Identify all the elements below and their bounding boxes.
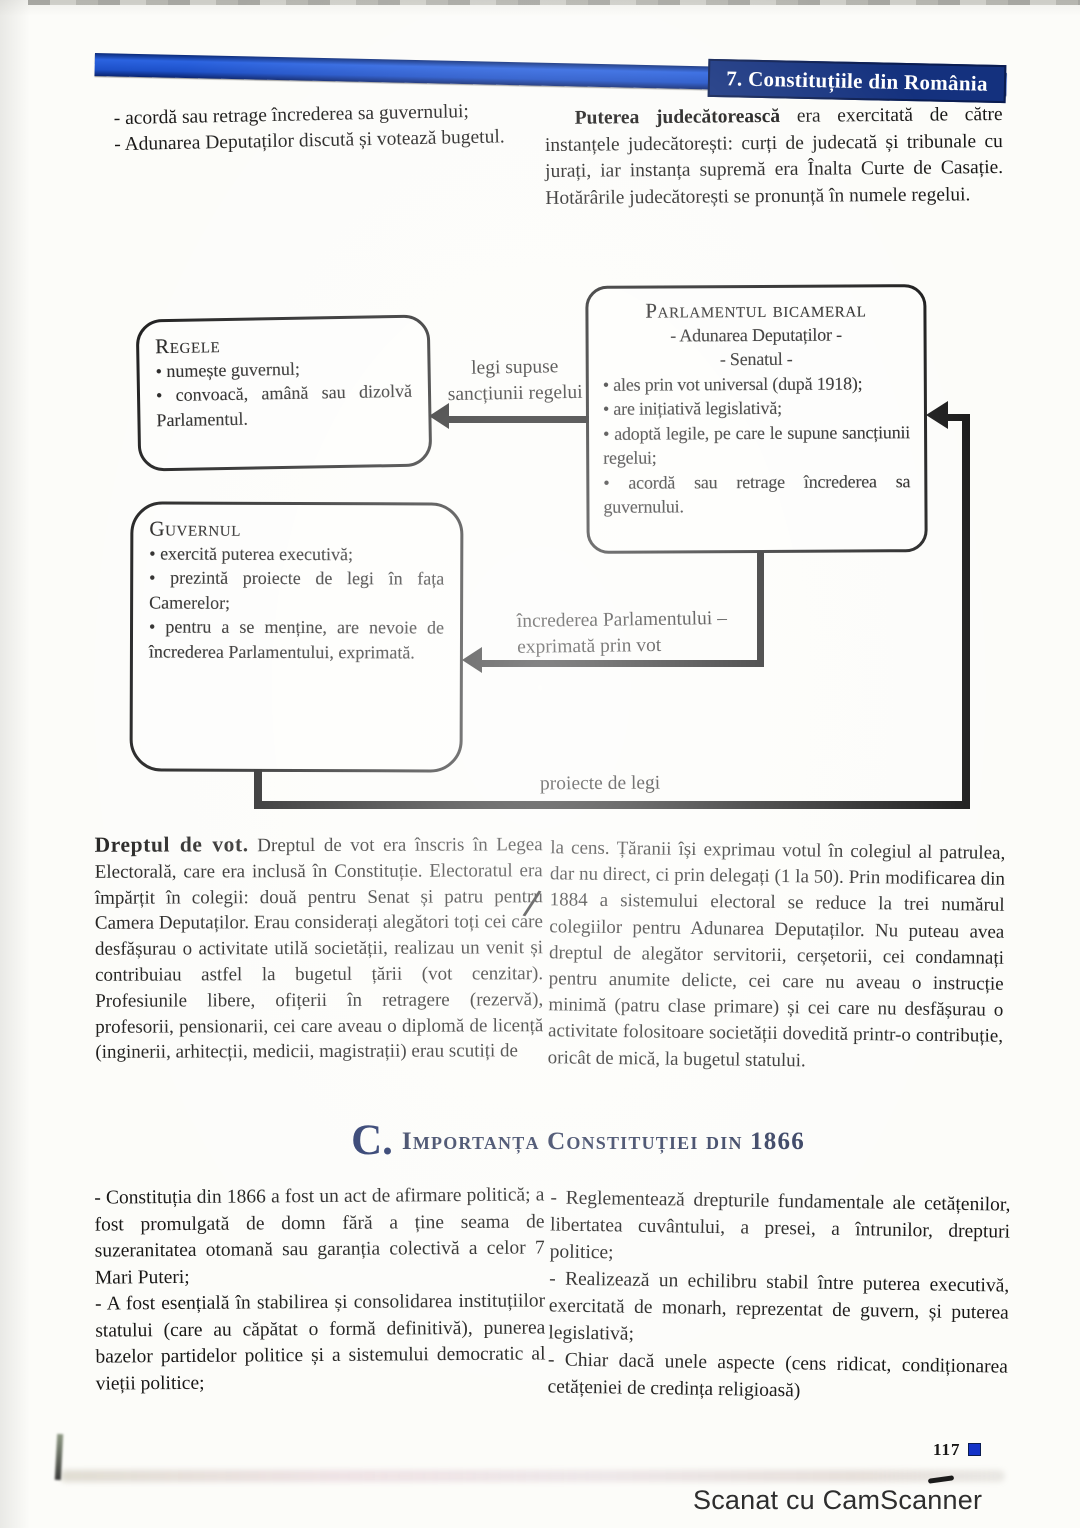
chapter-title: 7. Constituțiile din România xyxy=(707,58,1007,104)
arrow-bills-down-stub xyxy=(254,769,262,808)
importance-item: - Chiar dacă unele aspecte (cens ridicat… xyxy=(547,1349,1009,1402)
arrow-confidence-vertical xyxy=(757,551,764,667)
intro-left-column: - acordă sau retrage încrederea sa guver… xyxy=(100,98,546,159)
intro-right-column: Puterea judecătorească era exercitată de… xyxy=(545,102,1004,212)
box-item: • convoacă, amână sau dizolvă Parlamentu… xyxy=(155,380,413,430)
arrow-laws-head-icon xyxy=(429,403,449,429)
section-title: Importanța Constituției din 1866 xyxy=(401,1128,805,1155)
arrow-confidence-shaft xyxy=(481,660,764,667)
arrow-label-laws: legi supuse sancțiunii regelui xyxy=(447,356,583,406)
camscanner-watermark: Scanat cu CamScanner xyxy=(693,1485,983,1515)
arrow-bills-head-icon xyxy=(926,401,948,429)
arrow-label-confidence: încrederea Parlamentului – exprimată pri… xyxy=(516,607,728,658)
importance-item: - Constituția din 1866 a fost un act de … xyxy=(94,1184,545,1289)
vote-section-right-column: la cens. Țăranii își exprimau votul în c… xyxy=(548,835,1006,1076)
diagram-box-parlamentul: Parlamentul bicameral - Adunarea Deputaț… xyxy=(585,284,928,554)
importance-item: - Realizează un echilibru stabil între p… xyxy=(548,1268,1010,1345)
arrow-label-bills: proiecte de legi xyxy=(539,772,661,795)
vote-section-left-column: Dreptul de vot. Dreptul de vot era înscr… xyxy=(95,831,544,1066)
box-item: • pentru a se menține, are nevoie de înc… xyxy=(148,616,445,662)
importance-left-column: - Constituția din 1866 a fost un act de … xyxy=(94,1182,545,1397)
importance-item: - A fost esențială în stabilirea și cons… xyxy=(95,1290,546,1395)
page-number: 117 xyxy=(933,1440,981,1460)
section-lead: Dreptul de vot. xyxy=(94,832,249,857)
diagram-box-regele: Regele • numește guvernul; • convoacă, a… xyxy=(135,314,433,472)
arrow-bills-top-stub xyxy=(946,414,970,421)
arrow-bills-right-vertical xyxy=(962,414,970,809)
section-c-heading: C. Importanța Constituției din 1866 xyxy=(38,1116,1080,1165)
intro-paragraph: Puterea judecătorească era exercitată de… xyxy=(545,102,1004,212)
arrow-laws-shaft xyxy=(449,416,589,423)
page-number-marker-icon xyxy=(967,1443,981,1456)
diagram-box-guvernul: Guvernul • exercită puterea executivă; •… xyxy=(129,501,464,773)
box-item: • prezintă proiecte de legi în fața Came… xyxy=(149,567,445,613)
scan-edge-artifact xyxy=(28,0,1080,5)
section-text: Dreptul de vot era înscris în Legea Elec… xyxy=(94,834,544,1064)
box-item: • adoptă legile, pe care le supune sancț… xyxy=(603,421,911,468)
section-text: la cens. Țăranii își exprimau votul în c… xyxy=(547,837,1006,1071)
box-title: Guvernul xyxy=(149,516,242,541)
arrow-confidence-head-icon xyxy=(462,647,482,673)
section-letter: C. xyxy=(351,1117,393,1164)
paragraph-lead: Puterea judecătorească xyxy=(574,105,781,129)
importance-item: - Reglementează drepturile fundamentale … xyxy=(549,1187,1011,1264)
scan-smudge-artifact xyxy=(60,1470,1005,1482)
box-item: • are inițiativă legislativă; xyxy=(602,397,782,419)
box-item: • ales prin vot universal (după 1918); xyxy=(602,372,863,395)
box-title: Parlamentul bicameral xyxy=(645,297,867,323)
box-subtitle: - Senatul - xyxy=(719,348,793,370)
box-item: • acordă sau retrage încrederea sa guver… xyxy=(603,470,911,517)
importance-right-column: - Reglementează drepturile fundamentale … xyxy=(547,1184,1010,1407)
box-subtitle: - Adunarea Deputaților - xyxy=(670,324,842,345)
arrow-bills-bottom xyxy=(254,801,970,809)
box-item: • exercită puterea executivă; xyxy=(149,542,354,564)
